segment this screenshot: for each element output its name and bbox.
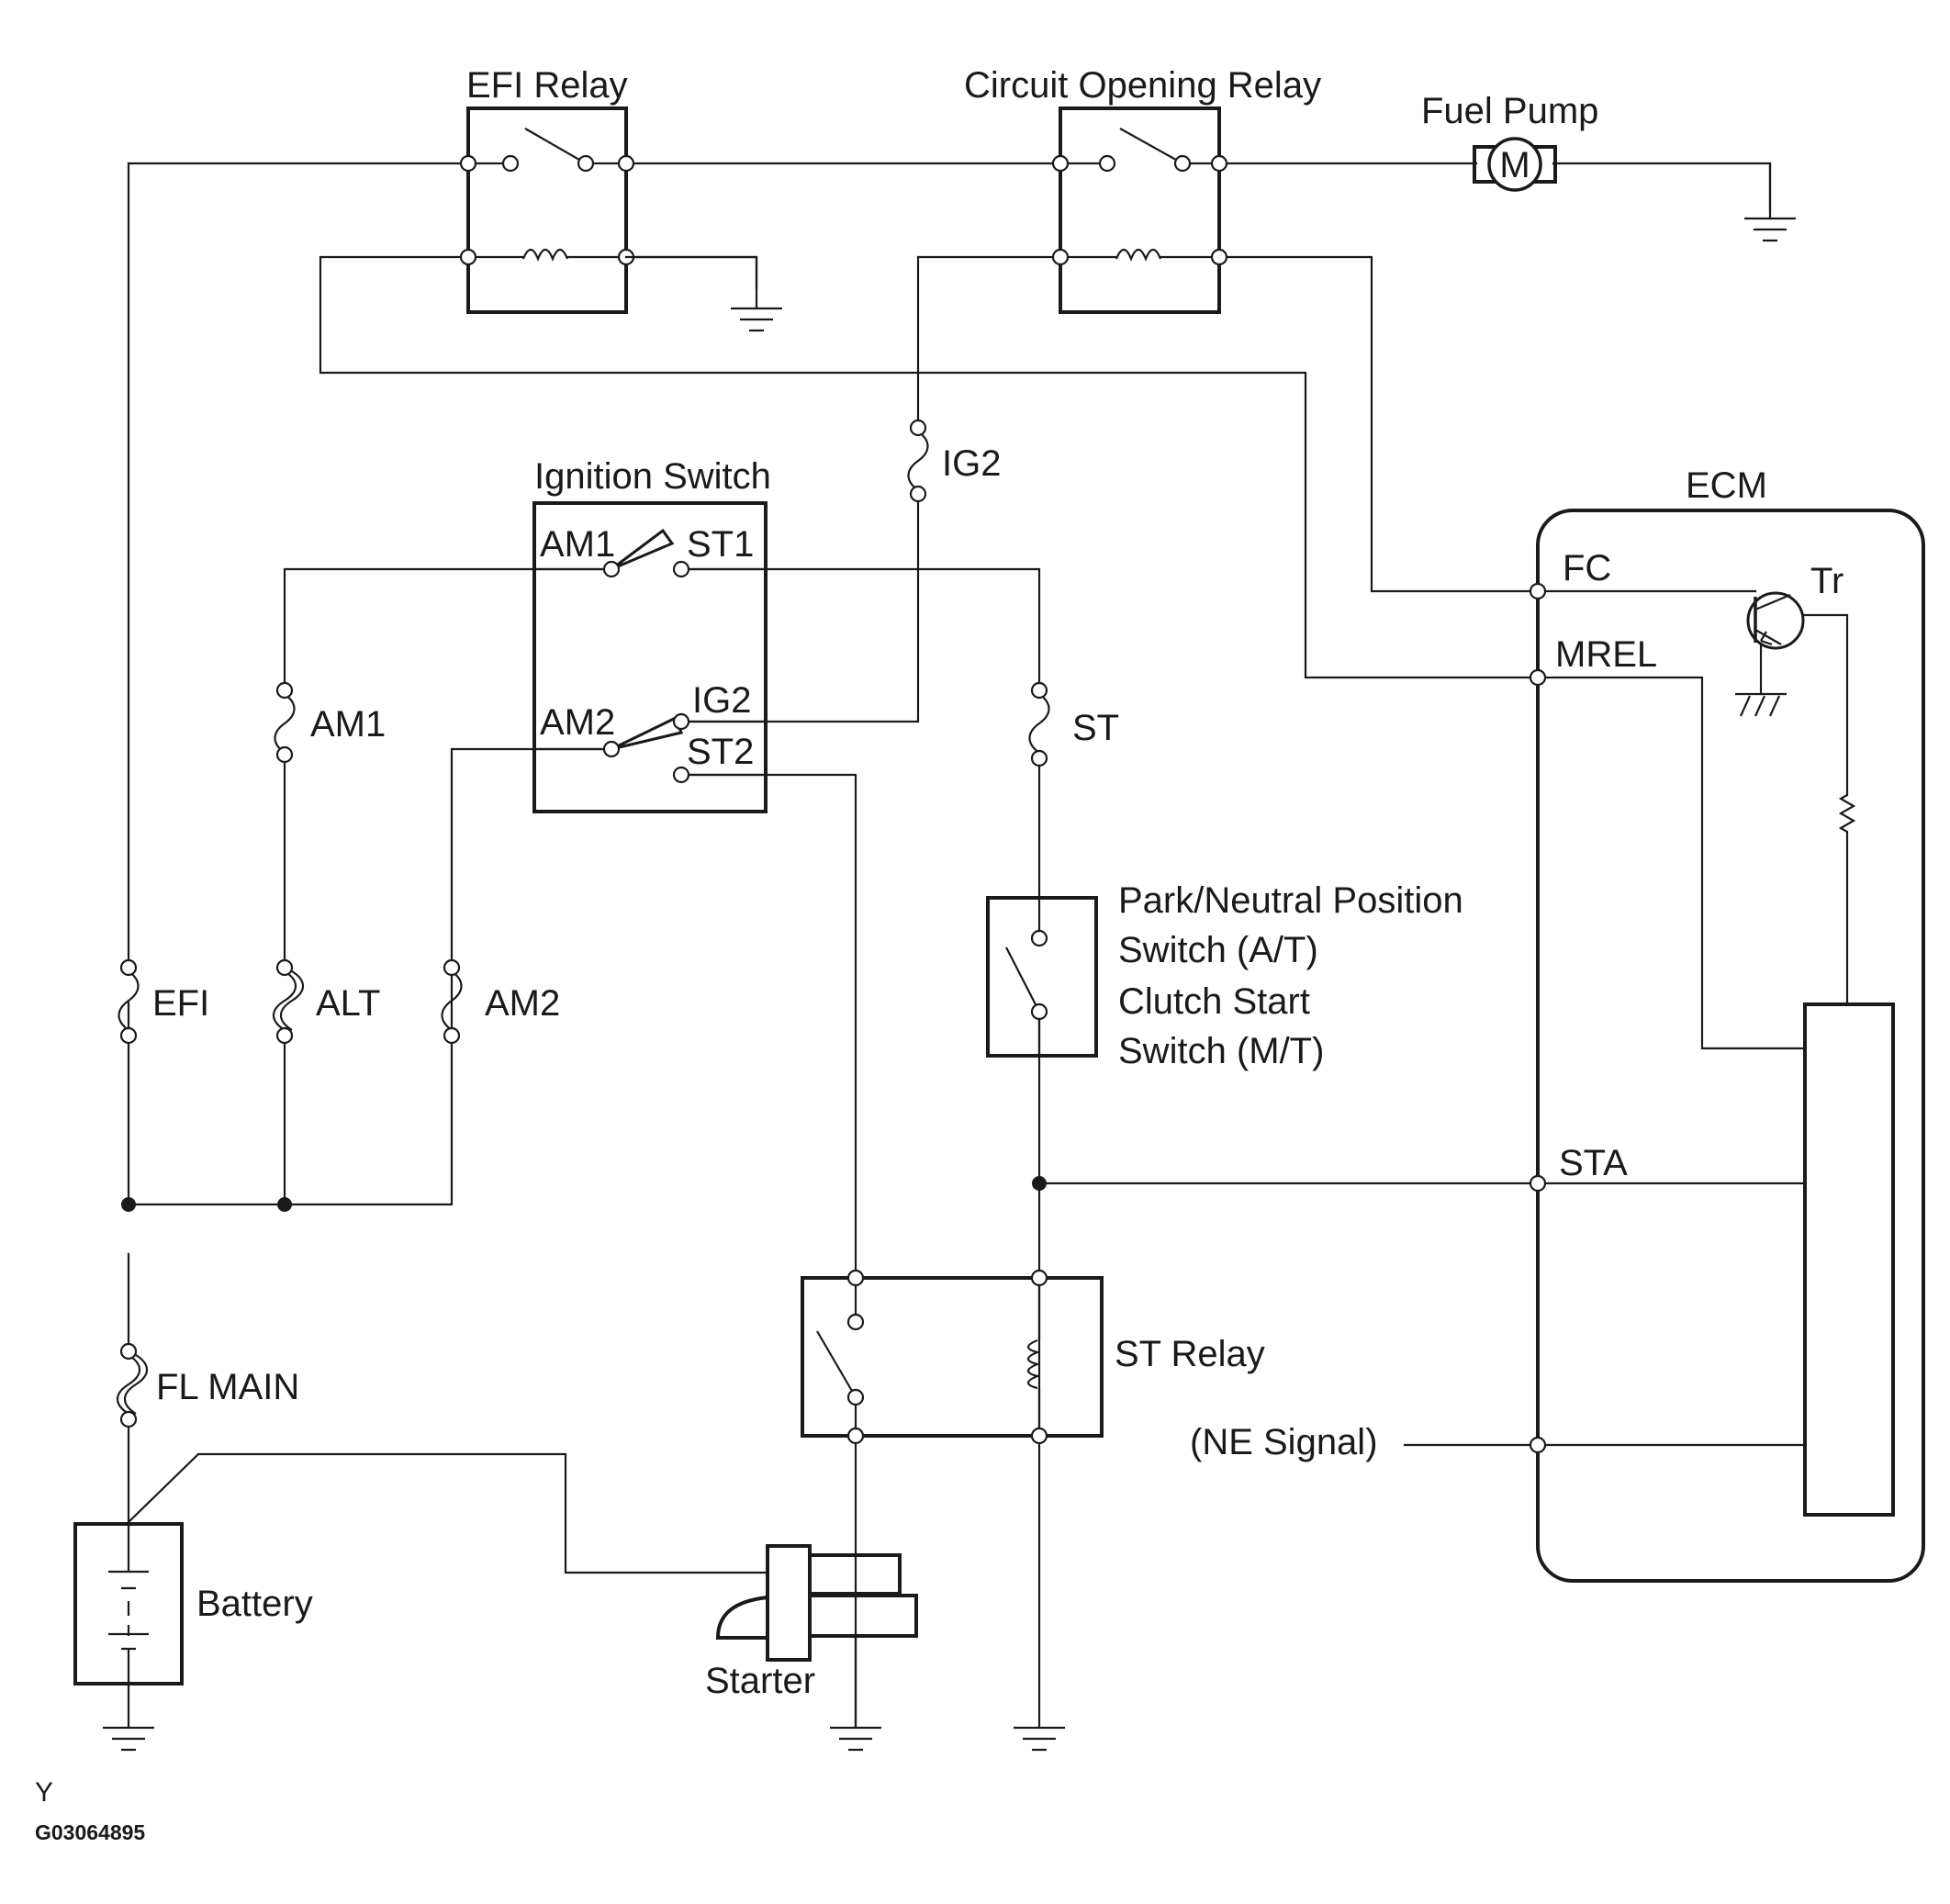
fuse-am1: AM1 — [274, 681, 386, 764]
ecm: ECM FC MREL STA Tr — [1529, 465, 1925, 1583]
coil-icon — [1026, 1338, 1041, 1390]
resistor-icon — [1838, 794, 1856, 837]
starter-label: Starter — [705, 1661, 815, 1701]
fuse-alt-label: ALT — [316, 983, 380, 1024]
terminal-st2: ST2 — [687, 732, 754, 772]
pnp-label-line-1: Park/Neutral Position — [1118, 880, 1463, 921]
ignition-switch-label: Ignition Switch — [534, 456, 771, 497]
st-relay-label: ST Relay — [1115, 1334, 1265, 1374]
coil-icon — [1115, 248, 1162, 262]
fuel-pump-label: Fuel Pump — [1421, 91, 1598, 131]
fuse-am2-label: AM2 — [485, 983, 560, 1024]
fuse-efi-label: EFI — [152, 983, 209, 1024]
pnp-label-line-2: Switch (A/T) — [1118, 930, 1318, 970]
starter: Starter — [705, 1544, 918, 1728]
ground-icon — [830, 1726, 881, 1752]
fuse-alt: ALT — [272, 958, 380, 1045]
ground-icon — [1014, 1726, 1065, 1752]
pnp-label-line-3: Clutch Start — [1118, 981, 1310, 1022]
ecm-label: ECM — [1686, 465, 1767, 506]
fuse-ig2-label: IG2 — [942, 443, 1001, 484]
fuel-pump: Fuel Pump M — [1421, 91, 1598, 192]
junction-dots — [121, 1176, 1047, 1212]
motor-icon — [1487, 137, 1542, 192]
ground-icon — [103, 1726, 154, 1752]
transistor-icon — [1746, 591, 1805, 650]
fuse-st-label: ST — [1072, 708, 1119, 748]
battery: Battery — [73, 1522, 313, 1686]
pnp-label-line-4: Switch (M/T) — [1118, 1031, 1324, 1071]
fuse-ig2: IG2 — [907, 419, 1001, 503]
motor-label: M — [1499, 145, 1530, 185]
circuit-opening-relay-label: Circuit Opening Relay — [964, 65, 1321, 106]
fuse-fl-main: FL MAIN — [116, 1342, 299, 1428]
fuse-efi: EFI — [118, 958, 209, 1045]
terminal-ig2: IG2 — [692, 680, 751, 721]
fuse-st: ST — [1028, 681, 1119, 767]
park-neutral-switch: Park/Neutral Position Switch (A/T) Clutc… — [986, 880, 1463, 1071]
terminal-am1: AM1 — [540, 524, 615, 565]
st-relay: ST Relay — [801, 1269, 1265, 1445]
efi-relay: EFI Relay — [459, 65, 635, 314]
efi-relay-label: EFI Relay — [466, 65, 628, 106]
ecm-terminal-tr: Tr — [1810, 561, 1844, 601]
terminal-st1: ST1 — [687, 524, 754, 565]
coil-icon — [521, 248, 569, 262]
ground-icon — [1744, 162, 1796, 242]
ground-icons — [103, 162, 1796, 1752]
terminal-am2: AM2 — [540, 702, 615, 743]
circuit-opening-relay: Circuit Opening Relay — [964, 65, 1321, 314]
ecm-terminal-sta: STA — [1559, 1143, 1628, 1183]
battery-label: Battery — [196, 1584, 313, 1624]
ne-signal-label: (NE Signal) — [1190, 1422, 1378, 1462]
chassis-ground-icon — [1735, 692, 1787, 717]
ecm-logic-block — [1803, 1002, 1895, 1517]
footer-letter: Y — [35, 1777, 53, 1808]
fuse-fl-main-label: FL MAIN — [156, 1367, 299, 1407]
ignition-switch: Ignition Switch AM1 ST1 AM2 IG2 ST2 — [532, 456, 771, 813]
footer-code: G03064895 — [35, 1820, 145, 1844]
fuse-am1-label: AM1 — [310, 704, 386, 745]
ecm-terminal-mrel: MREL — [1555, 634, 1657, 675]
ground-icon — [624, 255, 782, 332]
ecm-terminal-fc: FC — [1563, 548, 1611, 588]
fuse-am2: AM2 — [441, 958, 560, 1045]
